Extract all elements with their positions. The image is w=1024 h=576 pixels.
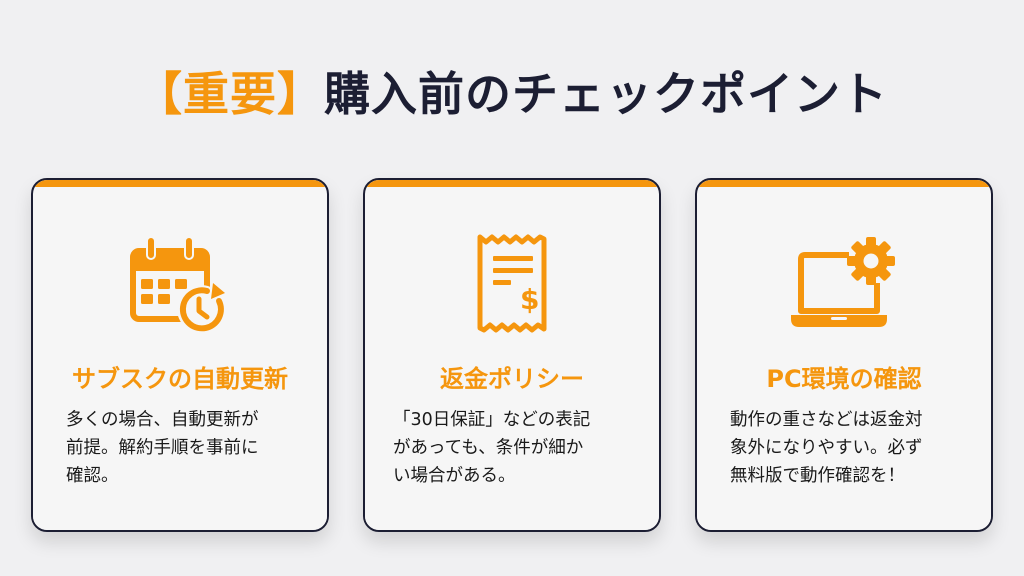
card-pc-environment: PC環境の確認 動作の重さなどは返金対 象外になりやすい。必ず 無料版で動作確認…: [695, 178, 993, 532]
svg-text:$: $: [520, 283, 539, 316]
laptop-gear-icon: [789, 231, 899, 341]
title-main: 購入前のチェックポイント: [324, 67, 888, 121]
card-subscription-renewal: サブスクの自動更新 多くの場合、自動更新が 前提。解約手順を事前に 確認。: [31, 178, 329, 532]
body-line: 象外になりやすい。必ず: [730, 438, 923, 458]
body-line: 「30日保証」などの表記: [393, 410, 591, 430]
body-line: があっても、条件が細か: [393, 438, 584, 458]
calendar-clock-icon: [125, 231, 235, 341]
body-line: 動作の重さなどは返金対: [730, 410, 923, 430]
card-inner: $ 返金ポリシー 「30日保証」などの表記 があっても、条件が細か い場合がある…: [365, 187, 659, 530]
card-title: PC環境の確認: [766, 365, 922, 393]
card-refund-policy: $ 返金ポリシー 「30日保証」などの表記 があっても、条件が細か い場合がある…: [363, 178, 661, 532]
body-line: 多くの場合、自動更新が: [66, 410, 259, 430]
card-inner: サブスクの自動更新 多くの場合、自動更新が 前提。解約手順を事前に 確認。: [33, 187, 327, 530]
card-body: 動作の重さなどは返金対 象外になりやすい。必ず 無料版で動作確認を！: [730, 406, 963, 490]
receipt-dollar-icon: $: [457, 231, 567, 341]
title-accent: 【重要】: [136, 67, 324, 121]
body-line: 無料版で動作確認を！: [730, 466, 905, 486]
card-body: 「30日保証」などの表記 があっても、条件が細か い場合がある。: [393, 406, 631, 490]
card-inner: PC環境の確認 動作の重さなどは返金対 象外になりやすい。必ず 無料版で動作確認…: [697, 187, 991, 530]
page-title: 【重要】購入前のチェックポイント: [0, 58, 1024, 124]
card-title: サブスクの自動更新: [72, 365, 288, 393]
card-body: 多くの場合、自動更新が 前提。解約手順を事前に 確認。: [66, 406, 299, 490]
body-line: 前提。解約手順を事前に: [66, 438, 259, 458]
body-line: い場合がある。: [393, 466, 516, 486]
body-line: 確認。: [66, 466, 119, 486]
card-title: 返金ポリシー: [440, 365, 584, 393]
